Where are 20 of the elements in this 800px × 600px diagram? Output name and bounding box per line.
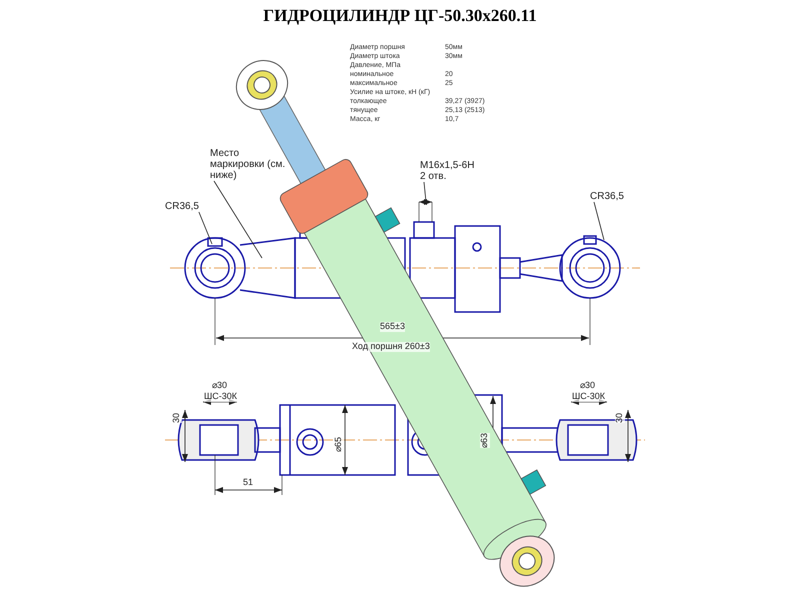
dimension-text: 30: [172, 412, 182, 423]
leader-line: [424, 182, 426, 202]
dimension-text: Ход поршня 260±3: [352, 342, 430, 352]
callout-text: M16x1,5-6H 2 отв.: [420, 160, 474, 182]
callout-text: CR36,5: [590, 191, 624, 202]
dimension-text: ⌀30: [580, 381, 596, 391]
dimension-text: ШС-30К: [204, 392, 237, 402]
callout-text: Место маркировки (см. ниже): [210, 148, 290, 181]
dimension-text: ШС-30К: [572, 392, 605, 402]
drawing-title: ГИДРОЦИЛИНДР ЦГ-50.30х260.11: [262, 6, 538, 26]
dimension-text: ⌀65: [334, 436, 344, 452]
leader-line: [594, 202, 604, 240]
leader-line: [214, 180, 262, 258]
dimension-text: 51: [243, 478, 254, 488]
dimension-text: 565±3: [380, 322, 405, 332]
callout-text: CR36,5: [165, 201, 199, 212]
dimension-text: 30: [615, 412, 625, 423]
dimension-text: ⌀63: [480, 432, 490, 448]
leader-line: [198, 212, 212, 244]
dimension-text: ⌀30: [212, 381, 228, 391]
